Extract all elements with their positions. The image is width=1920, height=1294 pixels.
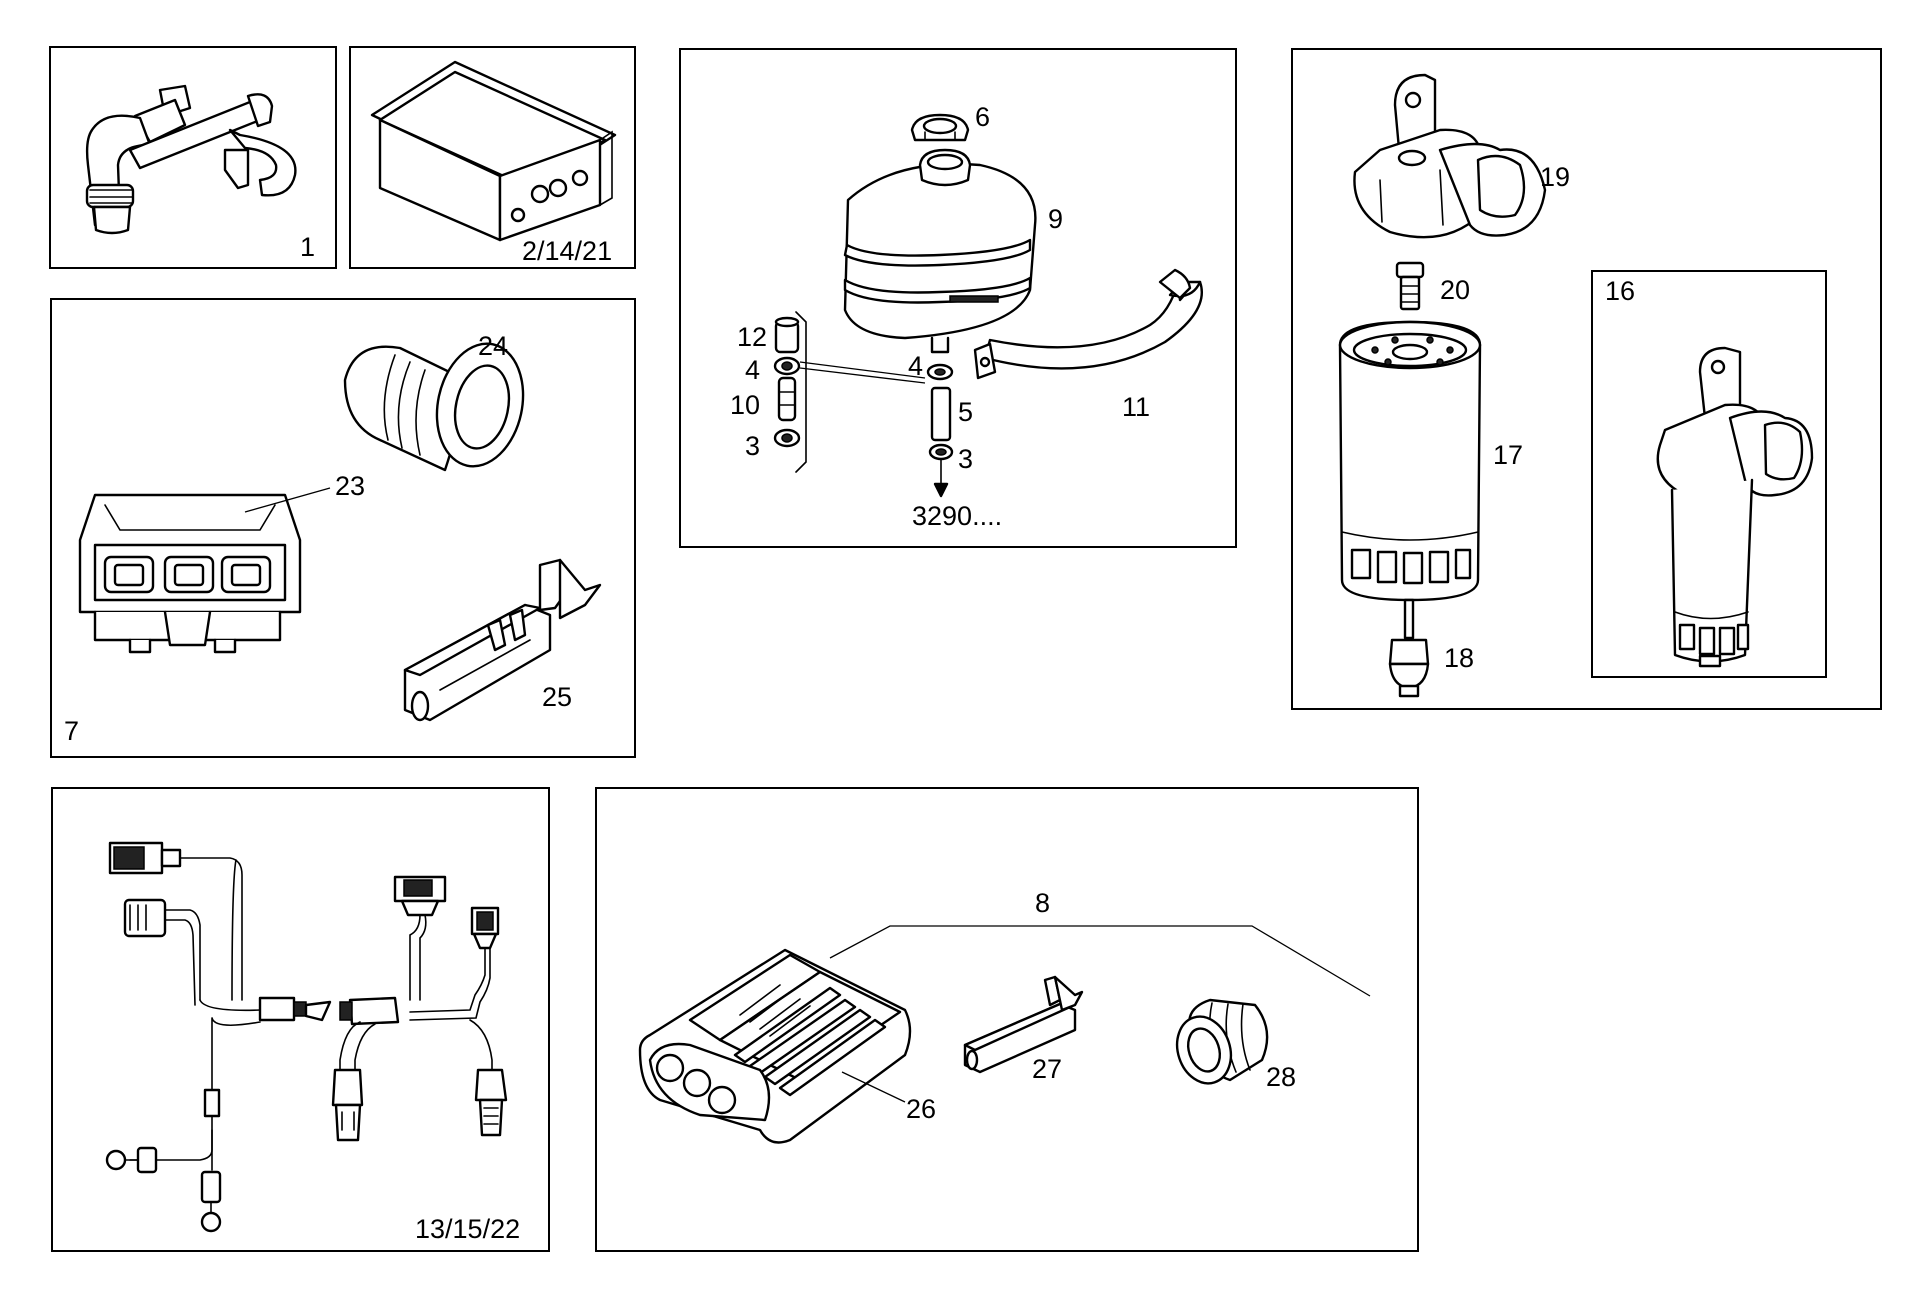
callout-27: 27 xyxy=(1032,1054,1062,1084)
callout-7: 7 xyxy=(64,716,79,746)
callout-4-left: 4 xyxy=(745,355,760,385)
panel-part-2-14-21: 2/14/21 xyxy=(349,46,636,269)
fitting-stack-parts xyxy=(773,311,926,473)
strap-part-11 xyxy=(973,268,1203,380)
panel-tank-assembly: 6 9 11 xyxy=(679,48,1237,548)
panel-part-1: 1 xyxy=(49,46,337,269)
panel-filter-assembly: 19 20 17 xyxy=(1291,48,1882,710)
panel-part-16: 16 xyxy=(1591,270,1827,678)
hose-fitting-parts xyxy=(926,363,954,498)
callout-23: 23 xyxy=(335,471,365,501)
callout-11: 11 xyxy=(1122,392,1150,422)
hose-elbow-part xyxy=(85,84,297,235)
callout-5: 5 xyxy=(958,397,973,427)
callout-28: 28 xyxy=(1266,1062,1296,1092)
callout-18: 18 xyxy=(1444,643,1474,673)
callout-16: 16 xyxy=(1605,276,1635,306)
filter-assembly-part-16 xyxy=(1656,346,1814,668)
callout-10: 10 xyxy=(730,390,760,420)
connector-part-26 xyxy=(638,948,912,1144)
callout-13-15-22: 13/15/22 xyxy=(415,1214,520,1244)
cap-part-6 xyxy=(910,113,970,142)
seal-part-24 xyxy=(343,342,525,472)
terminal-part-25 xyxy=(403,558,602,722)
callout-19: 19 xyxy=(1540,162,1570,192)
filter-head-part-19 xyxy=(1353,73,1547,239)
panel-part-7: 24 23 25 7 xyxy=(50,298,636,758)
callout-3-left: 3 xyxy=(745,431,760,461)
connector-housing-part-23 xyxy=(78,493,302,654)
callout-12: 12 xyxy=(737,322,767,352)
callout-20: 20 xyxy=(1440,275,1470,305)
panel-part-8: 8 26 27 xyxy=(595,787,1419,1252)
callout-17: 17 xyxy=(1493,440,1523,470)
drain-valve-part-18 xyxy=(1388,598,1430,698)
filter-cartridge-part-17 xyxy=(1338,320,1482,602)
panel-part-13-15-22: 13/15/22 xyxy=(51,787,550,1252)
callout-24: 24 xyxy=(478,331,508,361)
tank-part-9 xyxy=(843,148,1037,354)
nipple-part-20 xyxy=(1395,261,1425,311)
callout-25: 25 xyxy=(542,682,572,712)
callout-6: 6 xyxy=(975,102,990,132)
callout-3290: 3290.... xyxy=(912,501,1002,531)
callout-1: 1 xyxy=(300,232,315,262)
callout-8: 8 xyxy=(1035,888,1050,918)
control-box-part xyxy=(370,60,617,242)
wiring-harness-part xyxy=(105,841,508,1233)
callout-26: 26 xyxy=(906,1094,936,1124)
terminal-part-27 xyxy=(963,975,1084,1074)
callout-4-right: 4 xyxy=(908,351,923,381)
callout-9: 9 xyxy=(1048,204,1063,234)
seal-part-28 xyxy=(1175,998,1269,1085)
callout-3-right: 3 xyxy=(958,444,973,474)
callout-2-14-21: 2/14/21 xyxy=(522,236,612,266)
